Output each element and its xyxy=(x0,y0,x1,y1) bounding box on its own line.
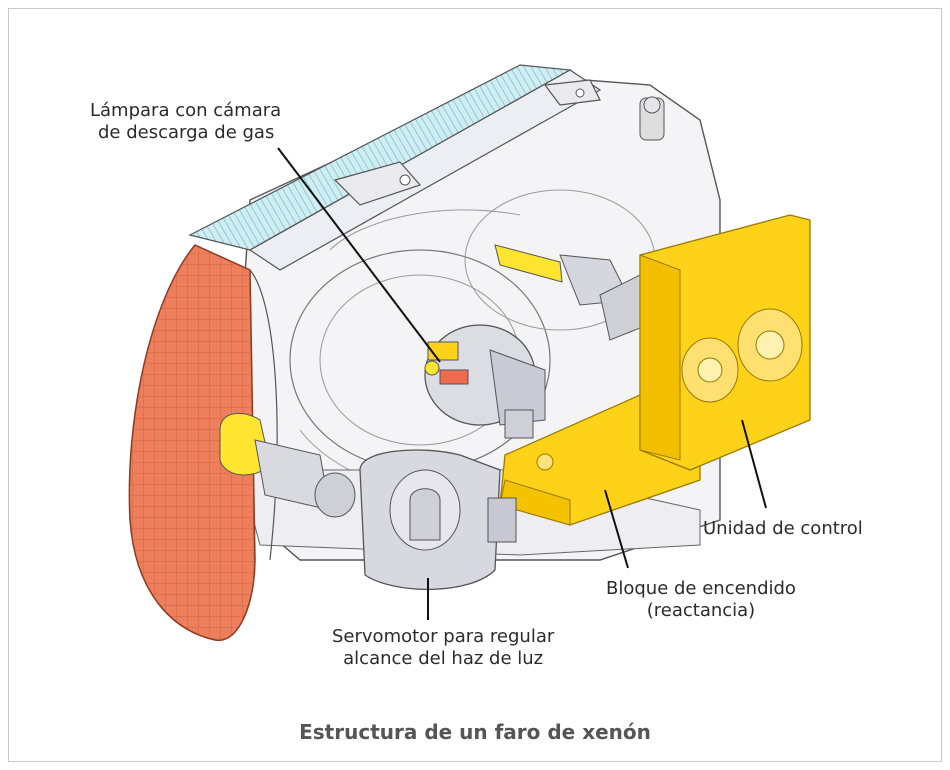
label-ignition-line2: (reactancia) xyxy=(646,600,756,621)
xenon-lamp xyxy=(424,324,546,439)
control-unit xyxy=(639,214,811,471)
amber-side-lens xyxy=(128,244,278,641)
leader-control-unit xyxy=(741,419,767,509)
label-servomotor: Servomotor para regular alcance del haz … xyxy=(332,626,554,670)
label-lamp-line2: de descarga de gas xyxy=(98,122,275,143)
leader-lines xyxy=(277,147,767,620)
label-servomotor-line2: alcance del haz de luz xyxy=(343,648,544,669)
label-control-unit: Unidad de control xyxy=(703,518,863,539)
figure-caption: Estructura de un faro de xenón xyxy=(299,720,651,744)
label-ignition: Bloque de encendido (reactancia) xyxy=(606,578,796,622)
leader-lamp xyxy=(277,147,441,363)
side-bulb xyxy=(219,412,356,518)
label-lamp-line1: Lámpara con cámara xyxy=(90,100,282,121)
leader-ignition xyxy=(604,489,629,569)
label-servomotor-line1: Servomotor para regular xyxy=(332,626,555,647)
label-ignition-line1: Bloque de encendido xyxy=(606,578,796,599)
label-lamp: Lámpara con cámara de descarga de gas xyxy=(90,100,281,144)
servomotor xyxy=(359,449,517,591)
